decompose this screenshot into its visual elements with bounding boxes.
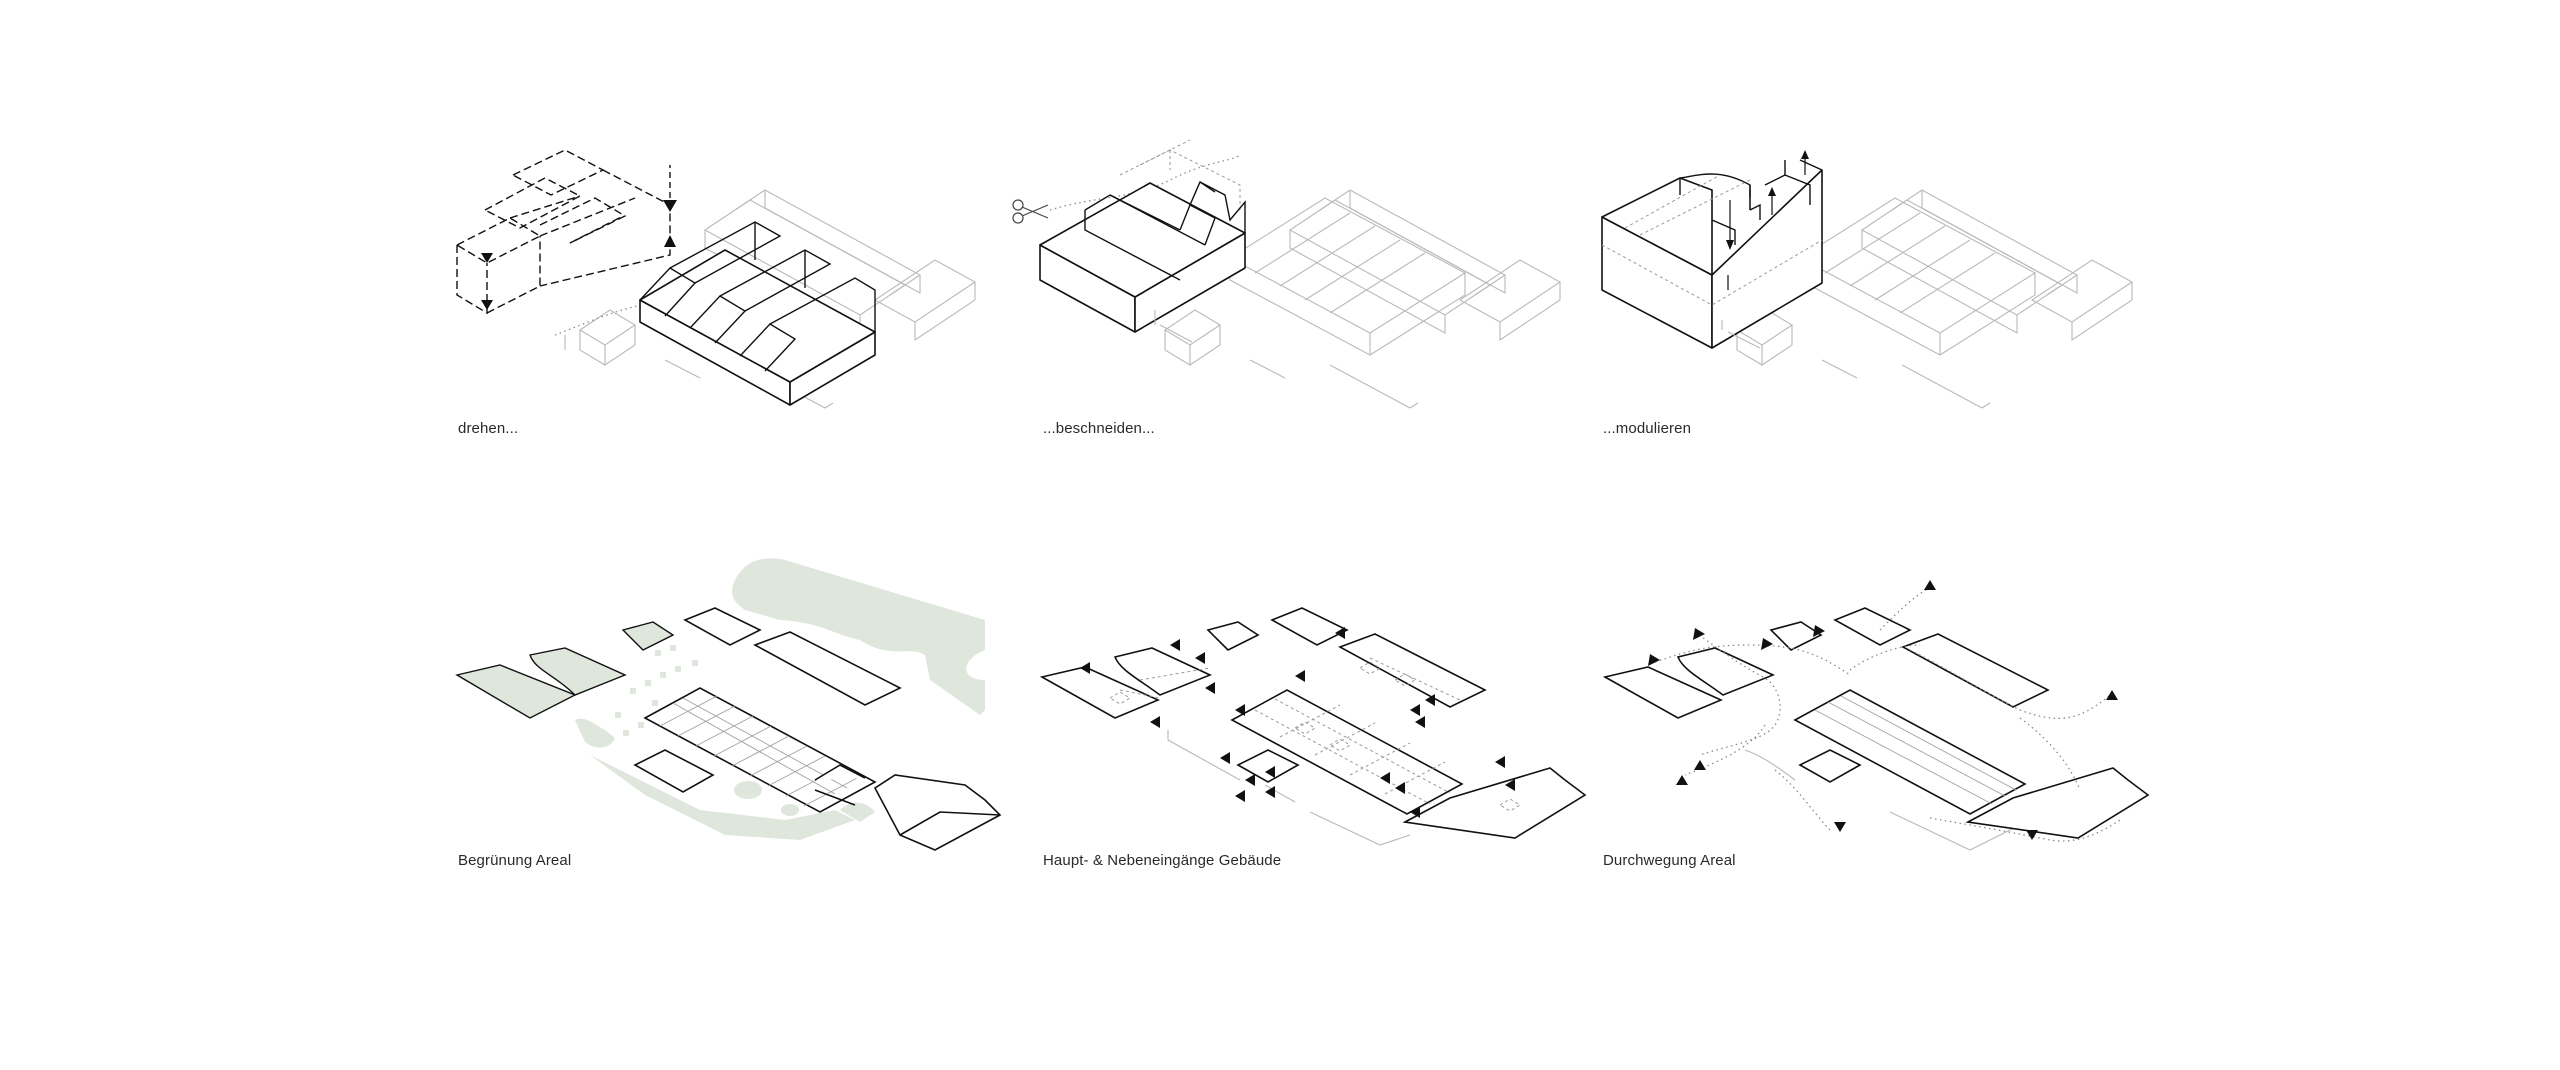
caption-greening: Begrünung Areal: [458, 852, 572, 869]
trim-drawing: [1012, 139, 1561, 409]
caption-rotate: drehen...: [458, 420, 519, 437]
diagram-trim: ...beschneiden...: [1012, 139, 1580, 450]
caption-paths: Durchwegung Areal: [1603, 852, 1736, 869]
diagram-entrances: Haupt- & Nebeneingänge Gebäude: [1039, 550, 1600, 880]
diagram-paths: Durchwegung Areal: [1600, 550, 2160, 880]
dashed-old-volume: [455, 149, 671, 315]
modulate-drawing: [1601, 150, 2133, 409]
path-arrows: [1648, 580, 2118, 840]
paths-drawing: [1602, 580, 2150, 851]
rotate-drawing: [455, 149, 976, 409]
modulated-volume: [1601, 159, 1823, 349]
caption-entrances: Haupt- & Nebeneingänge Gebäude: [1043, 852, 1282, 869]
new-hall: [639, 221, 876, 406]
diagram-greening: Begrünung Areal: [455, 550, 1015, 880]
scissors-icon: [1012, 199, 1049, 224]
entrance-arrows: [1080, 627, 1515, 818]
diagram-modulate: ...modulieren: [1600, 150, 2140, 450]
trimmed-hall: [1039, 181, 1246, 333]
entrances-drawing: [1039, 607, 1587, 846]
greening-drawing: [455, 558, 1002, 851]
light-arrows: [1726, 150, 1809, 290]
context-hall: [1228, 197, 1467, 356]
path-routes: [1654, 587, 2121, 842]
caption-trim: ...beschneiden...: [1043, 420, 1155, 437]
caption-modulate: ...modulieren: [1603, 420, 1692, 437]
diagram-rotate: drehen...: [455, 149, 995, 450]
